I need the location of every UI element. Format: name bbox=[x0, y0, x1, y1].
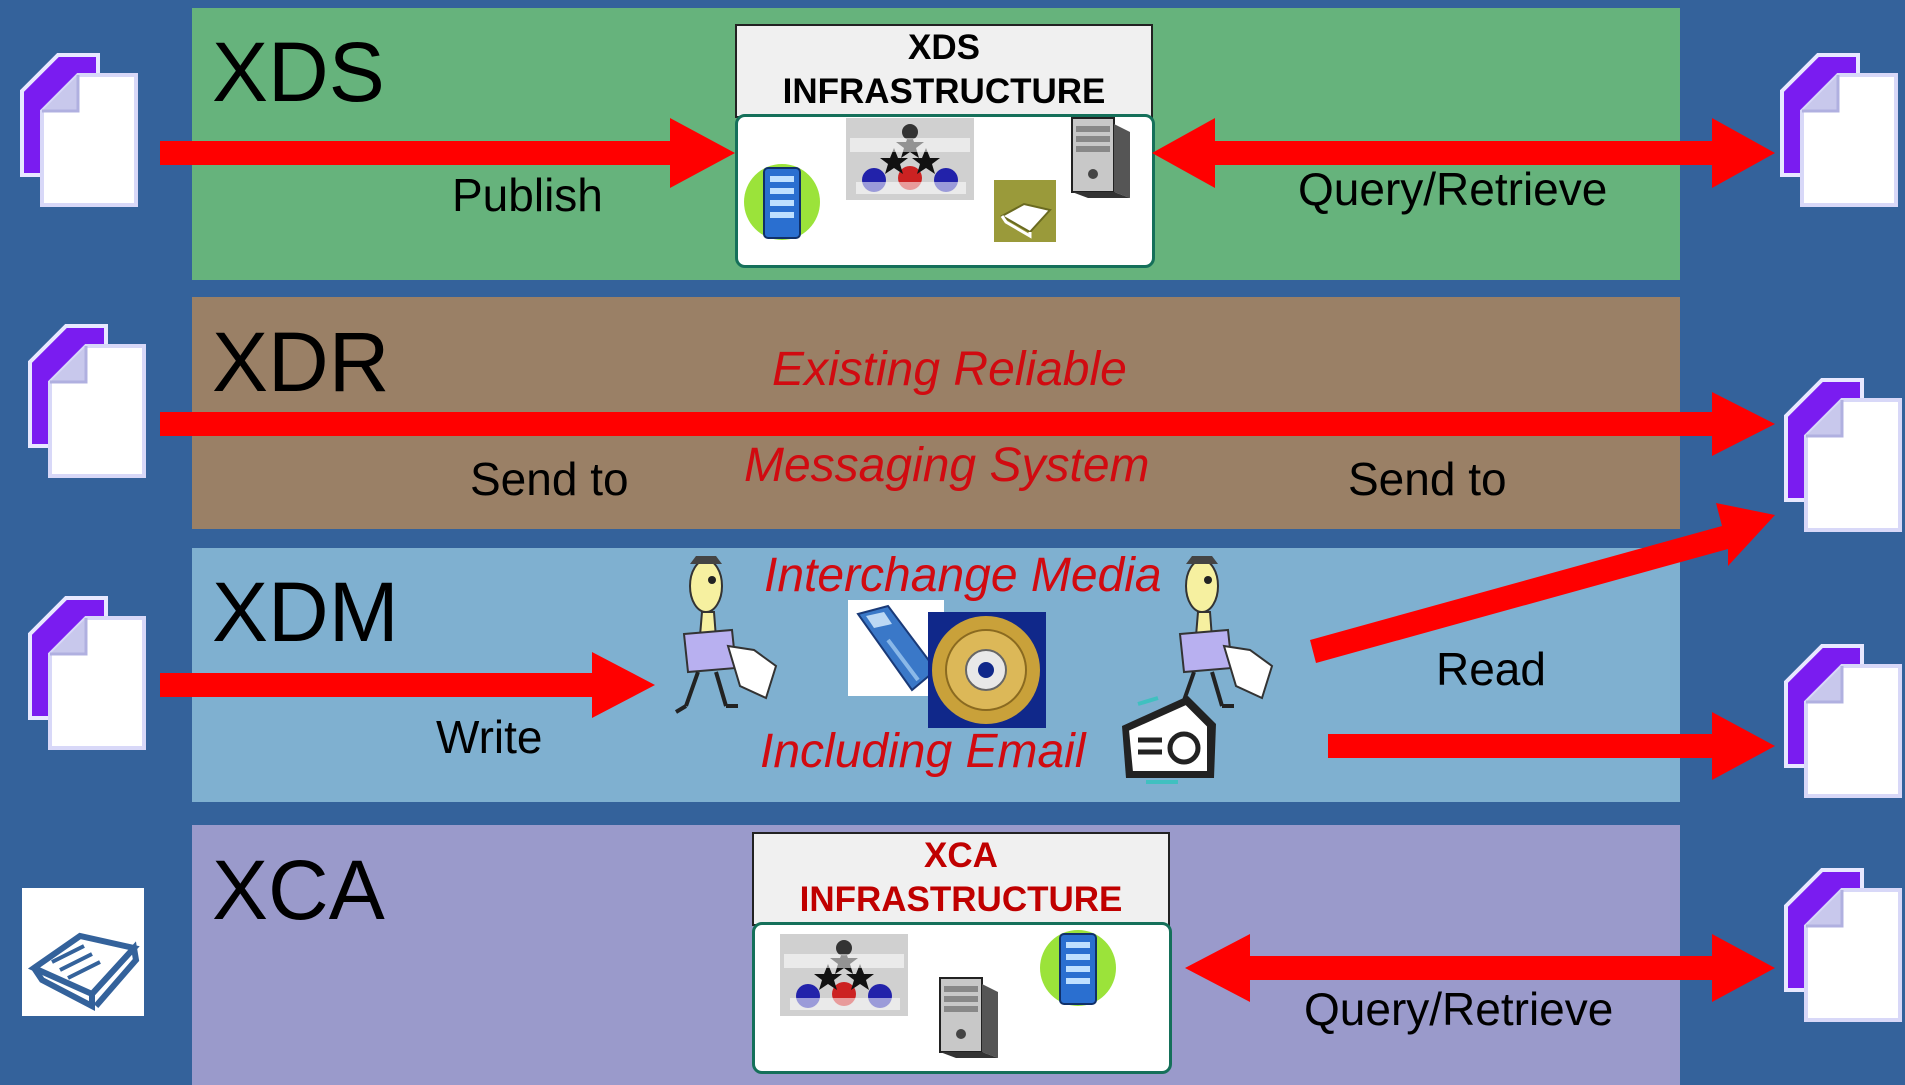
xca-title: XCA bbox=[212, 843, 385, 937]
send-to-left-label: Send to bbox=[470, 453, 629, 505]
existing-reliable-label: Existing Reliable bbox=[772, 343, 1127, 396]
xdr-send-arrow bbox=[160, 392, 1775, 456]
xds-infrastructure-header: XDS INFRASTRUCTURE bbox=[735, 24, 1153, 118]
xca-query-retrieve-label: Query/Retrieve bbox=[1304, 983, 1614, 1035]
xca-infrastructure-header: XCA INFRASTRUCTURE bbox=[752, 832, 1170, 926]
publish-label: Publish bbox=[452, 169, 603, 221]
server-tower-icon bbox=[939, 977, 999, 1059]
xds-query-retrieve-label: Query/Retrieve bbox=[1298, 163, 1608, 215]
document-icon bbox=[1784, 644, 1902, 798]
read-arrow-lower bbox=[1328, 712, 1775, 780]
send-to-right-label: Send to bbox=[1348, 453, 1507, 505]
interchange-media-label: Interchange Media bbox=[764, 549, 1162, 602]
xdr-title: XDR bbox=[212, 315, 390, 409]
email-envelope-icon bbox=[1122, 696, 1216, 784]
xds-query-retrieve-arrow bbox=[1152, 118, 1775, 188]
open-book-icon bbox=[994, 180, 1056, 242]
document-icon bbox=[1784, 378, 1902, 532]
xca-infrastructure-line1: XCA bbox=[924, 836, 998, 875]
xds-infrastructure-line2: INFRASTRUCTURE bbox=[782, 72, 1106, 111]
document-icon bbox=[28, 324, 146, 478]
document-icon bbox=[28, 596, 146, 750]
write-arrow bbox=[160, 652, 655, 718]
server-tower-icon bbox=[1071, 117, 1131, 199]
document-icon bbox=[1784, 868, 1902, 1022]
registry-server-icon bbox=[1039, 929, 1117, 1007]
publish-arrow bbox=[160, 118, 735, 188]
xdm-title: XDM bbox=[212, 565, 399, 659]
read-label: Read bbox=[1436, 643, 1546, 695]
read-arrow-upper bbox=[1310, 503, 1775, 663]
book-icon bbox=[22, 888, 144, 1016]
messaging-system-label: Messaging System bbox=[744, 439, 1150, 492]
cd-disc-icon bbox=[928, 612, 1046, 728]
xca-query-retrieve-arrow bbox=[1185, 934, 1775, 1002]
person-with-paper-icon bbox=[674, 554, 778, 714]
network-cluster-icon bbox=[780, 934, 908, 1016]
xca-infrastructure-line2: INFRASTRUCTURE bbox=[799, 880, 1123, 919]
xds-title: XDS bbox=[212, 25, 385, 119]
write-label: Write bbox=[436, 711, 543, 763]
person-with-paper-icon bbox=[1170, 554, 1274, 714]
network-cluster-icon bbox=[846, 118, 974, 200]
xds-infrastructure-line1: XDS bbox=[908, 28, 980, 67]
including-email-label: Including Email bbox=[760, 725, 1086, 778]
registry-server-icon bbox=[743, 163, 821, 241]
document-icon bbox=[1780, 53, 1898, 207]
document-icon bbox=[20, 53, 138, 207]
